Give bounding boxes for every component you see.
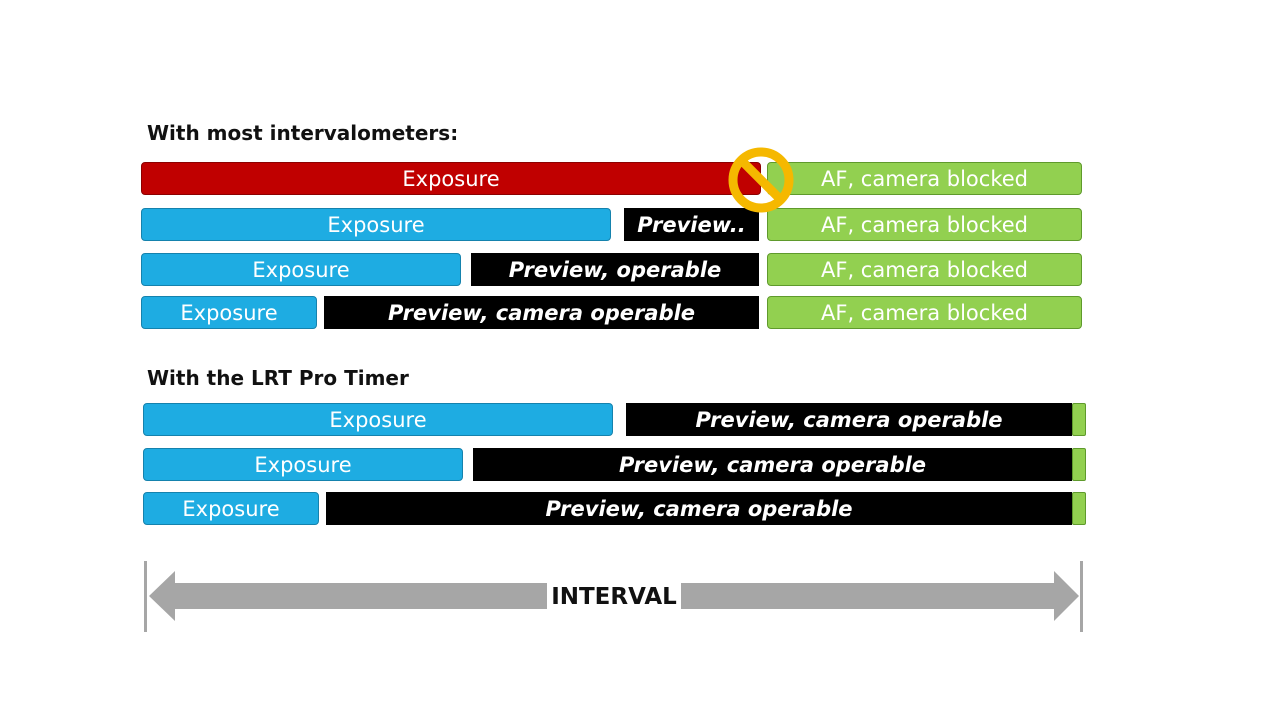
exposure-bar: Exposure	[143, 448, 463, 481]
af-blocked-bar: AF, camera blocked	[767, 253, 1082, 286]
interval-label: INTERVAL	[547, 579, 681, 615]
af-short-bar	[1072, 492, 1086, 525]
exposure-bar: Exposure	[143, 492, 319, 525]
af-short-bar	[1072, 403, 1086, 436]
preview-bar: Preview, camera operable	[324, 296, 759, 329]
preview-bar: Preview..	[624, 208, 759, 241]
af-blocked-bar: AF, camera blocked	[767, 208, 1082, 241]
af-blocked-bar: AF, camera blocked	[767, 162, 1082, 195]
interval-left-boundary	[144, 561, 147, 632]
af-short-bar	[1072, 448, 1086, 481]
exposure-bar: Exposure	[141, 208, 611, 241]
preview-bar: Preview, camera operable	[326, 492, 1072, 525]
section-lrt-heading: With the LRT Pro Timer	[147, 366, 409, 390]
preview-bar: Preview, camera operable	[473, 448, 1072, 481]
preview-bar: Preview, operable	[471, 253, 759, 286]
interval-right-boundary	[1080, 561, 1083, 632]
section-most-heading: With most intervalometers:	[147, 121, 459, 145]
preview-bar: Preview, camera operable	[626, 403, 1072, 436]
exposure-bar: Exposure	[143, 403, 613, 436]
af-blocked-bar: AF, camera blocked	[767, 296, 1082, 329]
exposure-bar: Exposure	[141, 253, 461, 286]
exposure-bar: Exposure	[141, 296, 317, 329]
exposure-bar-overlong: Exposure	[141, 162, 761, 195]
no-entry-icon	[728, 147, 794, 213]
